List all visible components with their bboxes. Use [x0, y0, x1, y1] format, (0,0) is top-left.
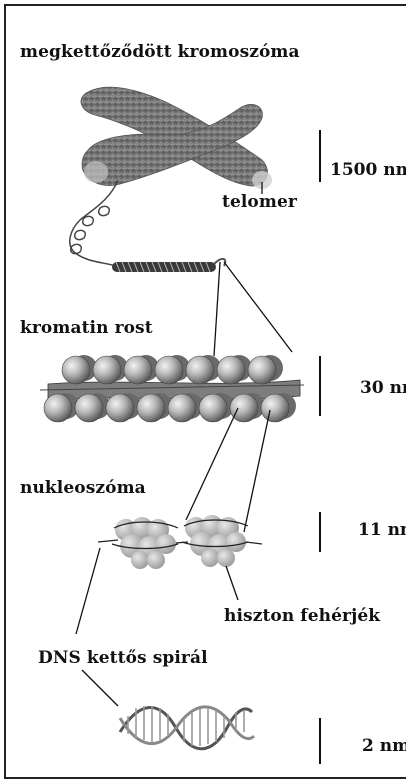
zoom-line-1: [214, 262, 220, 356]
chromatin-sphere: [248, 356, 276, 384]
dna-double-helix: [120, 706, 254, 749]
chromatin-sphere: [137, 394, 165, 422]
chromatin-sphere: [230, 394, 258, 422]
telomer-label: telomer: [222, 192, 297, 212]
chromatin-sphere: [93, 356, 121, 384]
chromatin-sphere: [217, 356, 245, 384]
chromatin-sphere: [155, 356, 183, 384]
scale-label-11nm: 11 nm: [358, 520, 406, 540]
zoom-line-4: [244, 410, 270, 532]
nucleosome-pair: [98, 515, 262, 569]
dna-pointer-1: [76, 548, 100, 634]
dna-label: DNS kettős spirál: [38, 648, 208, 668]
chromatin-sphere: [168, 394, 196, 422]
scale-label-1500nm: 1500 nm: [330, 160, 406, 180]
histone-pointer: [226, 566, 238, 600]
chromosome-illustration: [81, 87, 272, 189]
chromatin-sphere: [106, 394, 134, 422]
coiled-fiber: [112, 259, 225, 272]
uncoiling-fiber: [70, 180, 118, 266]
histone-label: hiszton fehérjék: [224, 606, 380, 626]
title-label: megkettőződött kromoszóma: [20, 42, 300, 62]
chromatin-label: kromatin rost: [20, 318, 153, 338]
chromatin-sphere: [186, 356, 214, 384]
chromatin-sphere: [44, 394, 72, 422]
chromatin-sphere: [261, 394, 289, 422]
telomer-cap-2: [84, 161, 108, 183]
nucleosome-label: nukleoszóma: [20, 478, 146, 498]
chromatin-sphere: [62, 356, 90, 384]
chromatin-sphere: [199, 394, 227, 422]
zoom-line-2: [224, 262, 292, 352]
chromatin-sphere: [124, 356, 152, 384]
nucleosome-1: [112, 517, 178, 569]
chromatin-fiber: [40, 355, 304, 422]
zoom-line-3: [186, 408, 238, 520]
scale-label-2nm: 2 nm: [362, 736, 406, 756]
scale-label-30nm: 30 nm: [360, 378, 406, 398]
nucleosome-2: [182, 515, 248, 567]
dna-pointer-2: [82, 670, 118, 706]
chromatin-sphere: [75, 394, 103, 422]
